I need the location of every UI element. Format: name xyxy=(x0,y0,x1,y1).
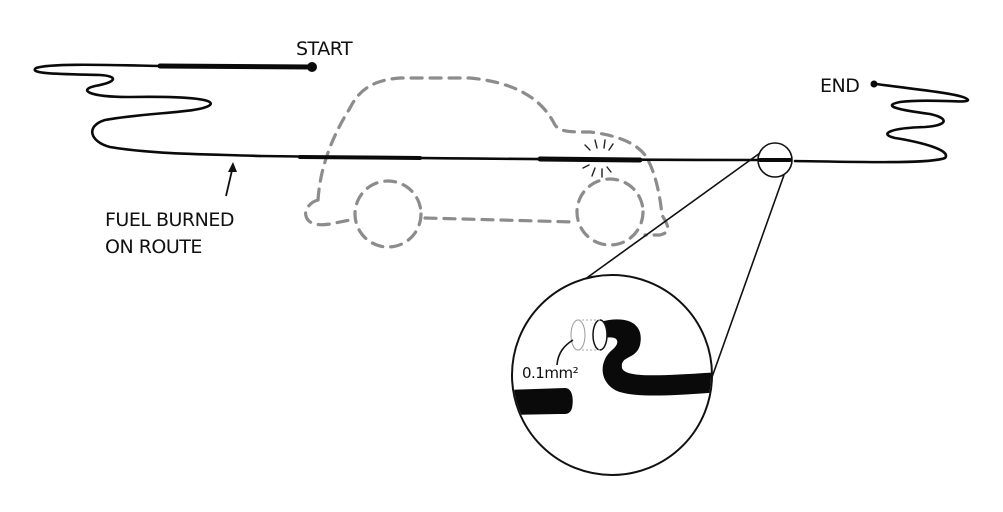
inset-fuel-right xyxy=(600,319,711,396)
car-rear-wheel xyxy=(353,179,423,249)
magnifier-connector-right xyxy=(710,174,785,381)
start-label: START xyxy=(296,38,353,60)
car-front-wheel xyxy=(575,177,645,247)
route-start-dot xyxy=(307,62,317,72)
fuel-label-line2: ON ROUTE xyxy=(105,236,202,258)
cross-section-label: 0.1mm² xyxy=(522,364,579,382)
zoom-inset-circle xyxy=(511,274,713,476)
inset-fuel-left xyxy=(513,388,573,415)
end-label: END xyxy=(820,75,859,97)
route-end-dot xyxy=(870,80,878,88)
route-thick-burn-1 xyxy=(298,155,422,160)
car-rear-bottom xyxy=(304,198,352,227)
route-start-segment xyxy=(157,63,315,70)
dashed-car-outline xyxy=(304,76,670,249)
route-thick-burn-2 xyxy=(537,156,643,163)
car-underside xyxy=(423,216,577,224)
car-body xyxy=(316,76,670,237)
inset-cross-section-end xyxy=(592,319,608,351)
magnifier-connector-left xyxy=(569,152,761,291)
route-upper-loops xyxy=(33,63,262,158)
inset-pointer xyxy=(556,339,574,366)
route-after-inset xyxy=(793,82,970,164)
fuel-label-line1: FUEL BURNED xyxy=(105,209,234,231)
fuel-route-path xyxy=(33,62,970,164)
fuel-label-arrow xyxy=(225,162,237,197)
spark-icon xyxy=(582,139,614,178)
